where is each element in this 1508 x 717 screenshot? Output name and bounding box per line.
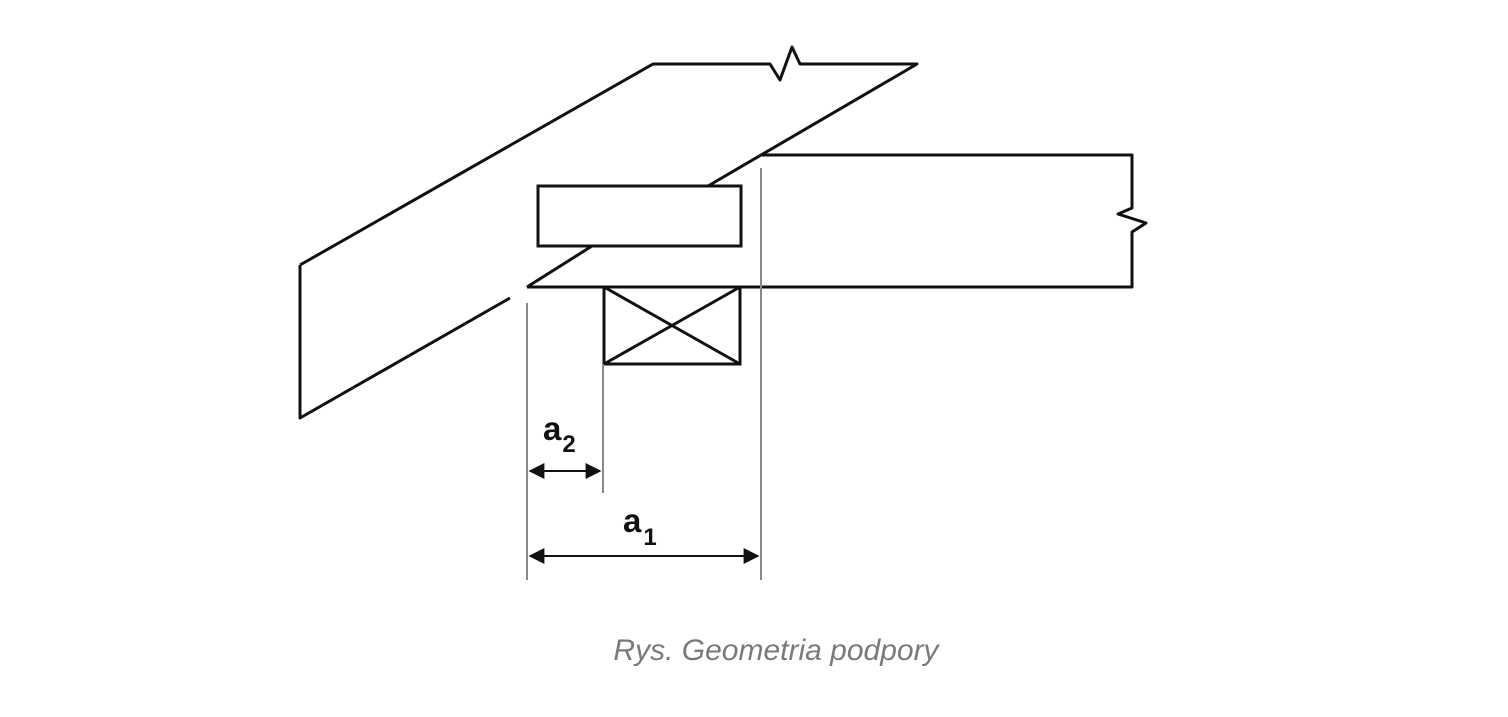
- dimension-a1-label: a1: [623, 502, 657, 551]
- inclined-member-outline: [299, 45, 919, 267]
- dimension-a2: a2: [528, 410, 602, 479]
- inclined-member-bottom: [298, 265, 511, 420]
- support-block-outline: [602, 285, 742, 366]
- support-block: [602, 285, 742, 366]
- dimension-a1: a1: [528, 502, 760, 564]
- inclined-member-lower-edge: [526, 244, 593, 289]
- dimension-a2-label: a2: [543, 410, 576, 458]
- horizontal-member: [527, 153, 1148, 289]
- support-block-cross-2: [603, 285, 741, 366]
- extension-lines: [526, 168, 762, 580]
- horizontal-member-top: [527, 153, 1148, 289]
- figure-caption: Rys. Geometria podpory: [613, 634, 939, 667]
- bearing-plate: [536, 184, 743, 248]
- inclined-member: [298, 45, 919, 420]
